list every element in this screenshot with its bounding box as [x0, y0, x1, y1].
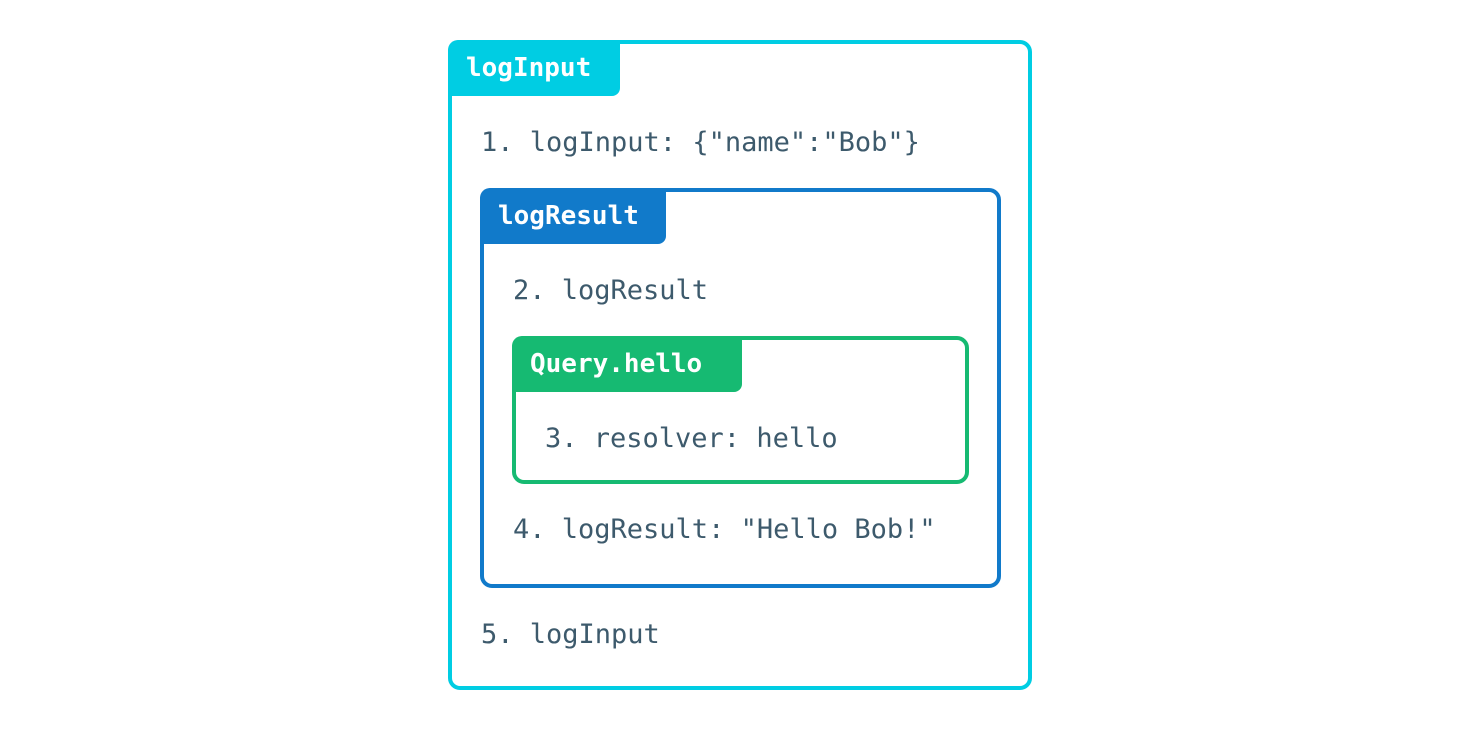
query-hello-box: Query.hello [512, 336, 969, 484]
loginput-box: logInput [448, 40, 1032, 690]
logresult-box: logResult [480, 188, 1001, 588]
step-3: 3. resolver: hello [545, 423, 838, 454]
step-5: 5. logInput [481, 619, 660, 650]
loginput-label: logInput [448, 40, 620, 96]
query-hello-label: Query.hello [512, 336, 742, 392]
step-2: 2. logResult [513, 275, 709, 306]
step-4: 4. logResult: "Hello Bob!" [513, 514, 936, 545]
logresult-label: logResult [480, 188, 666, 244]
step-1: 1. logInput: {"name":"Bob"} [481, 127, 920, 158]
